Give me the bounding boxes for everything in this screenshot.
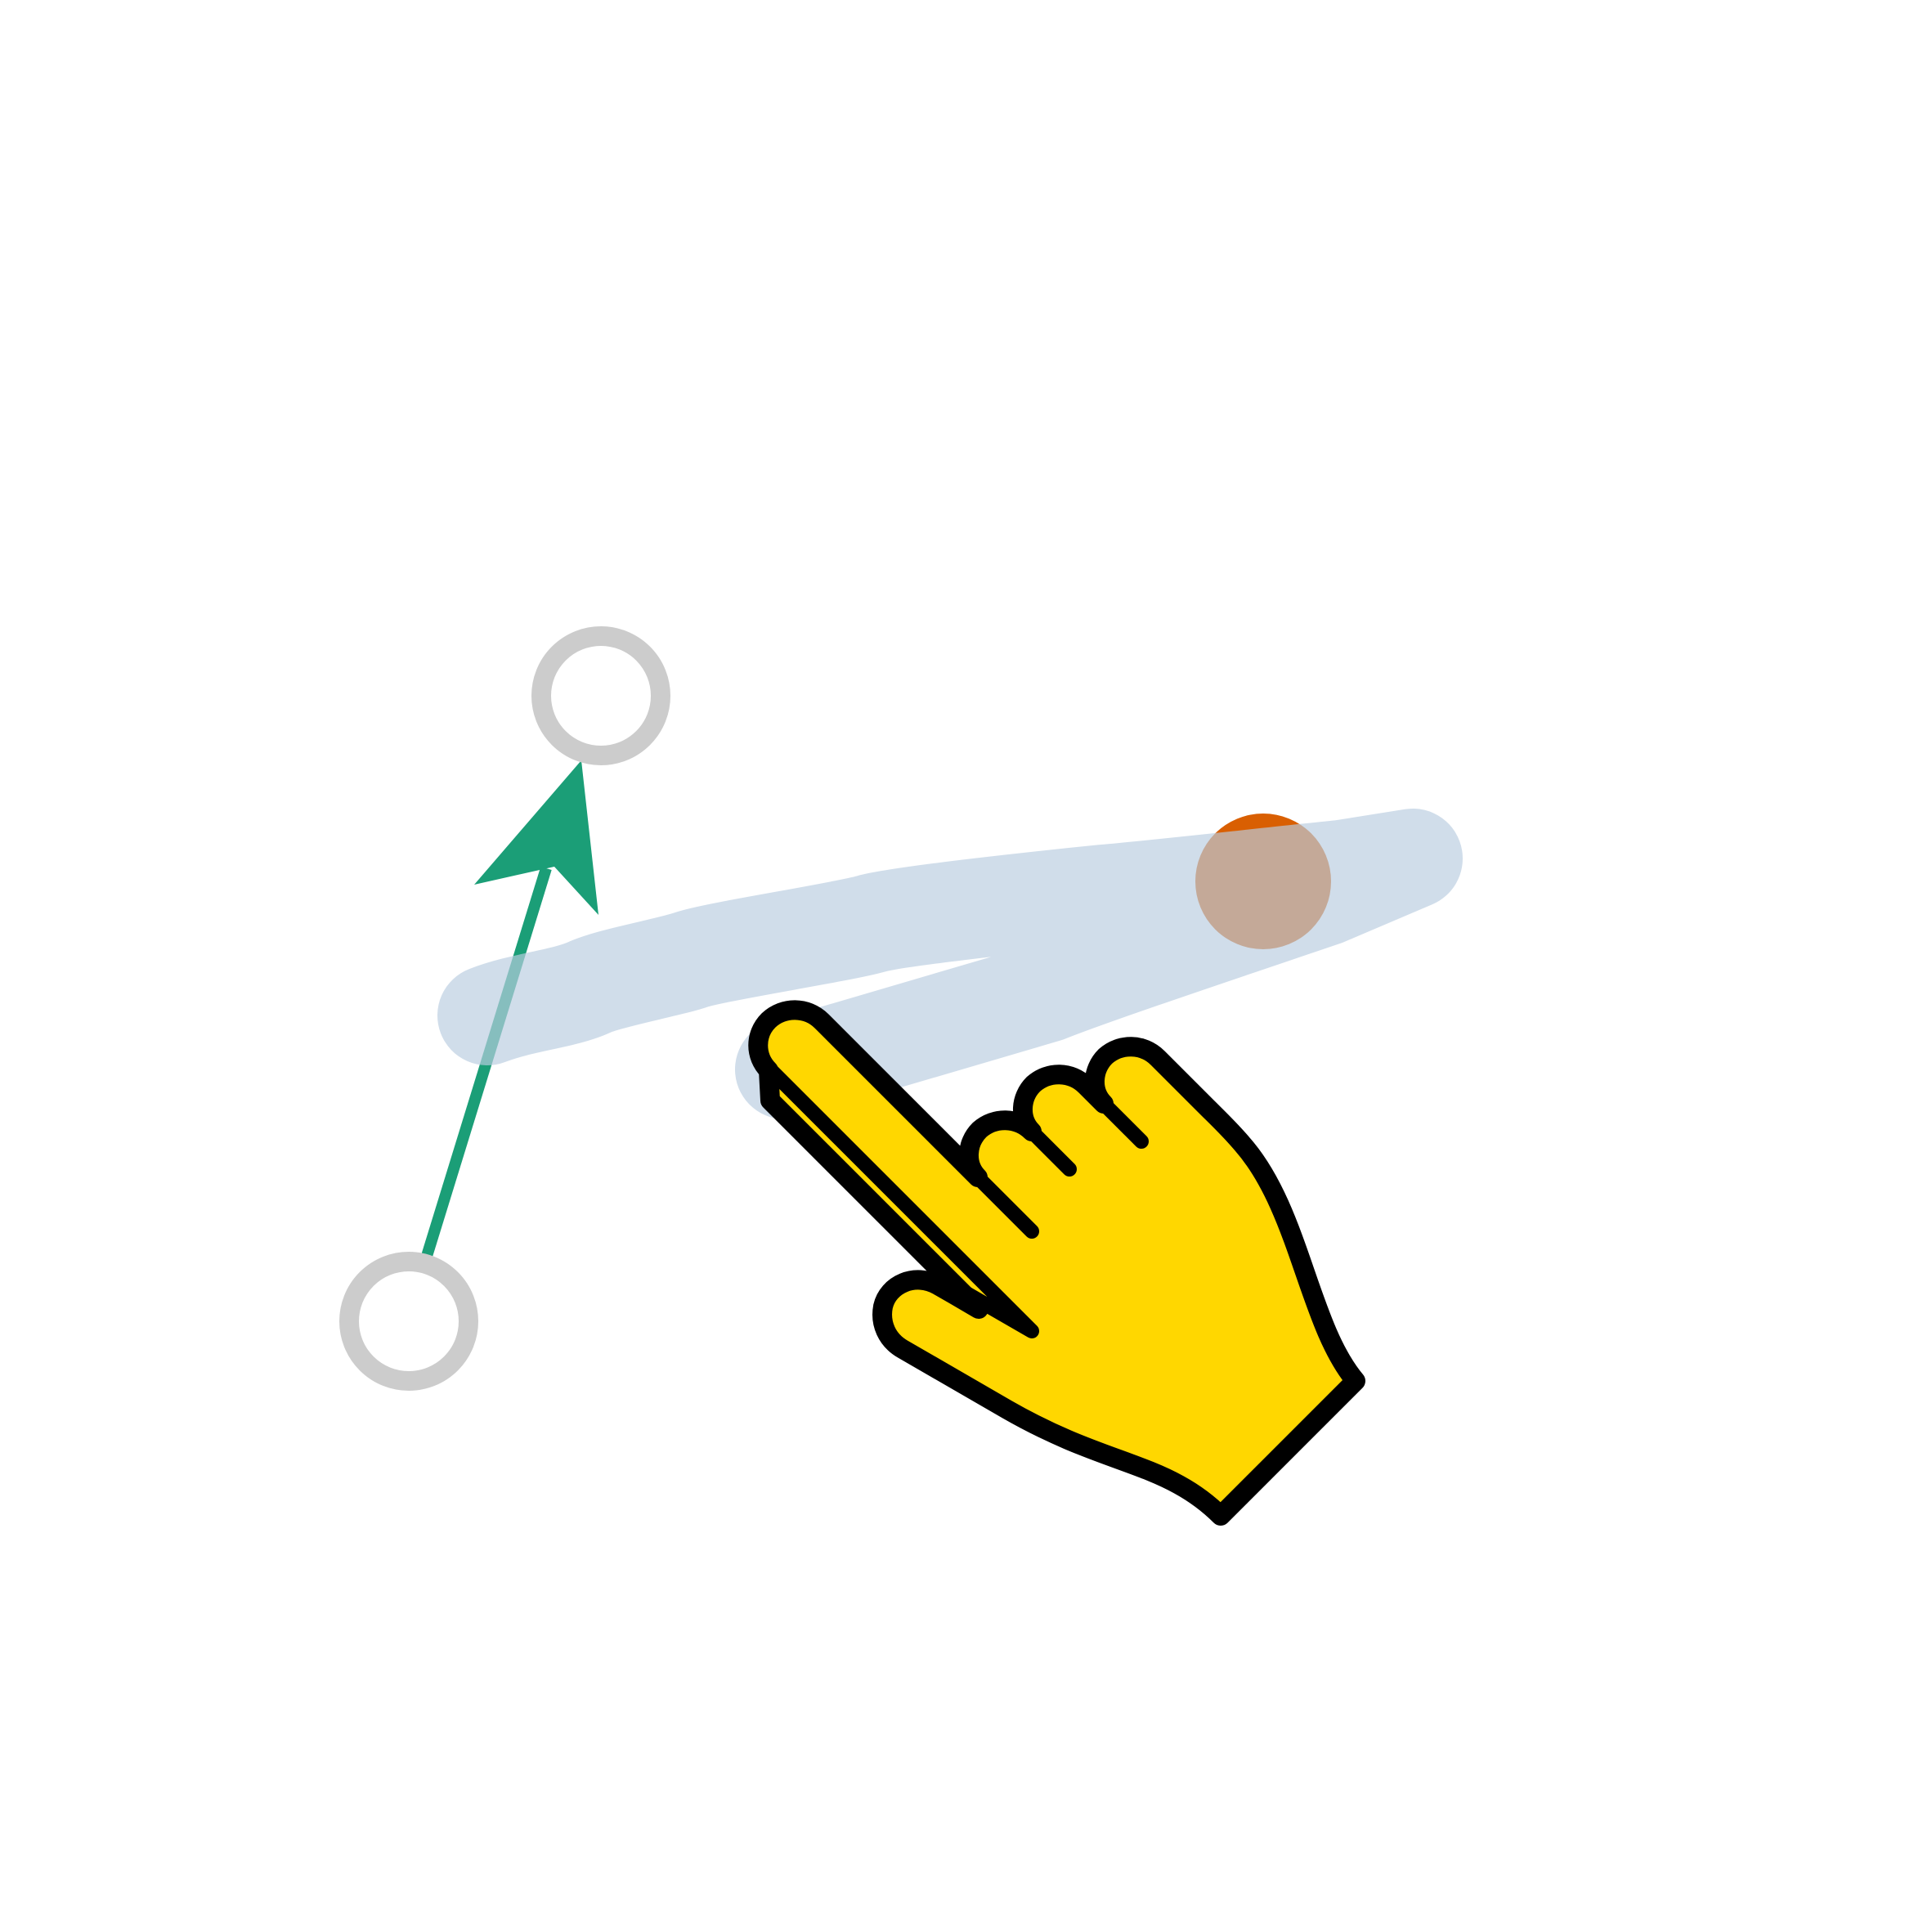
end-circle — [531, 626, 670, 765]
finger-line-pinky — [1096, 1096, 1149, 1149]
direction-arrow — [419, 760, 598, 1266]
finger-line-middle — [970, 1170, 1039, 1239]
hand-body — [748, 1000, 1365, 1526]
finger-line-ring — [1024, 1124, 1077, 1177]
finger-line-index — [763, 1062, 1039, 1338]
arrow-up-icon — [474, 760, 598, 915]
finger-separators — [763, 1062, 1149, 1338]
arrow-shaft — [419, 866, 552, 1266]
pointing-hand-icon — [748, 1000, 1365, 1526]
start-circle — [339, 1252, 478, 1391]
scribble-trail — [437, 809, 1463, 1119]
